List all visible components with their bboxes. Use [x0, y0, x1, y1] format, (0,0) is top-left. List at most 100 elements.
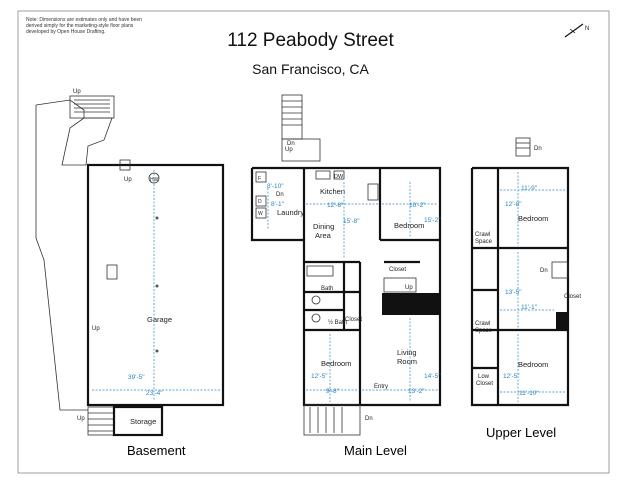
page-border [17, 10, 610, 474]
front-stairs-dn-label: Dn [365, 416, 373, 422]
garage-label: Garage [147, 315, 172, 324]
basement-front-stairs: Up [77, 406, 115, 436]
dishwasher-label: DW [334, 174, 344, 180]
ub1-width-dim: 11'-9" [521, 185, 538, 192]
room-label: Room [397, 357, 417, 366]
toilet-icon [311, 295, 321, 305]
upper-stairs-dn-label: Dn [534, 146, 542, 152]
dishwasher-icon [333, 170, 345, 180]
garage-width-dim: 23'-4" [146, 390, 163, 397]
garage-depth-dim: 39'-5" [128, 374, 145, 381]
washer-label: W [258, 211, 263, 217]
basement-side-wall [35, 105, 88, 411]
crawl1-label-a: Crawl [475, 232, 490, 238]
halfbath-label: ½ Bath [328, 319, 347, 326]
washer-icon [255, 207, 267, 219]
basement-rear-step [84, 117, 113, 166]
main-level-plan: Dn Up Up DW F D W Dn Kitchen L [250, 94, 441, 436]
toilet-icon [311, 313, 321, 323]
kitchen-width-dim: 12'-8" [327, 202, 344, 209]
fridge-label: F [258, 176, 261, 182]
compass-label: N [585, 26, 589, 32]
water-heater-label: HW [150, 177, 159, 183]
low-closet-label-a: Low [478, 374, 490, 380]
basement-level-label: Basement [127, 443, 186, 458]
light-fixture-icon [155, 284, 159, 288]
interior-stairs-up-label: Up [405, 285, 413, 291]
disclaimer-note: Note: Dimensions are estimates only and … [26, 17, 142, 35]
garage-stairs-up-label: Up [124, 177, 132, 183]
main-top-stairs: Dn Up [281, 94, 321, 162]
range-icon [367, 183, 379, 201]
crawl2-label-a: Crawl [475, 321, 490, 327]
basement-rear-wall [35, 99, 86, 166]
bedroom1-label: Bedroom [394, 221, 424, 230]
upper-outer-walls [470, 166, 570, 407]
light-fixture-icon [155, 216, 159, 220]
upper-bedroom2-label: Bedroom [518, 360, 548, 369]
main-stairs-up-label: Up [285, 147, 293, 153]
bathtub-icon [306, 265, 334, 277]
hall-height-dim: 13'-5" [505, 289, 522, 296]
fridge-icon [255, 171, 267, 183]
upper-stairs-dn2-label: Dn [540, 268, 548, 274]
front-stairs-up-label: Up [77, 416, 85, 422]
area-label: Area [315, 231, 332, 240]
north-compass-icon: N [564, 23, 589, 38]
crawl1-label-b: Space [475, 239, 493, 245]
side-stairs-up-label: Up [92, 326, 100, 332]
laundry-dn-label: Dn [276, 192, 284, 198]
living-height-dim: 14'-5" [424, 373, 441, 380]
storage-room [112, 405, 164, 437]
upper-bedroom1-label: Bedroom [518, 214, 548, 223]
dryer-label: D [258, 199, 262, 205]
upper-level-label: Upper Level [486, 425, 556, 440]
garage-stairs-icon [119, 159, 131, 171]
closet1-label: Closet [389, 267, 406, 273]
basement-rear-stairs: Up [69, 89, 115, 119]
upper-stairs [551, 261, 569, 279]
bed2-height-dim: 12'-5" [311, 373, 328, 380]
laundry-width-dim: 8'-10" [267, 183, 284, 190]
property-address-title: 112 Peabody Street [227, 30, 394, 51]
interior-stair-block [382, 293, 440, 315]
bedroom2-label: Bedroom [321, 359, 351, 368]
laundry-label: Laundry [277, 208, 304, 217]
interior-stairs [383, 277, 417, 293]
garage-fixture-icon [106, 264, 118, 280]
living-width-dim: 13'-2" [408, 388, 425, 395]
laundry-height-dim: 8'-1" [271, 201, 285, 208]
garage-room [86, 163, 225, 407]
upper-closet1-label: Closet [564, 294, 581, 300]
sink-icon [315, 170, 331, 180]
main-stairs-dn-label: Dn [287, 141, 295, 147]
bed1-width-dim: 10'-2" [409, 202, 426, 209]
bath-label: Bath [321, 286, 333, 292]
main-front-stairs: Dn [303, 404, 373, 436]
low-closet-label-b: Closet [476, 381, 493, 387]
main-level-label: Main Level [344, 443, 407, 458]
upper-top-stairs: Dn [515, 137, 542, 157]
light-fixture-icon [155, 349, 159, 353]
bed1-height-dim: 15'-2" [424, 217, 441, 224]
bed2-width-dim: 9'-8" [326, 388, 340, 395]
ub2-height-dim: 12'-5" [503, 373, 520, 380]
hall-width-dim: 11'-1" [521, 304, 538, 311]
water-heater-icon [148, 172, 160, 184]
dryer-icon [255, 195, 267, 207]
kitchen-height-dim: 15'-8" [343, 218, 360, 225]
chimney-block [556, 312, 568, 330]
closet2-label: Closet [345, 317, 362, 323]
basement-plan: Up Garage HW Up Up 39'-5" 23'-4" Up Stor… [35, 89, 225, 437]
upper-level-plan: Dn Dn Bedroom Bedroom Crawl Space Crawl … [470, 137, 581, 407]
crawl2-label-b: Space [475, 328, 493, 334]
ub2-width-dim: 11'-10" [519, 390, 539, 397]
entry-label: Entry [374, 384, 388, 390]
kitchen-label: Kitchen [320, 187, 345, 196]
dining-label: Dining [313, 222, 334, 231]
storage-label: Storage [130, 417, 156, 426]
stairs-up-label: Up [73, 89, 81, 95]
living-label: Living [397, 348, 417, 357]
ub1-height-dim: 12'-8" [505, 201, 522, 208]
